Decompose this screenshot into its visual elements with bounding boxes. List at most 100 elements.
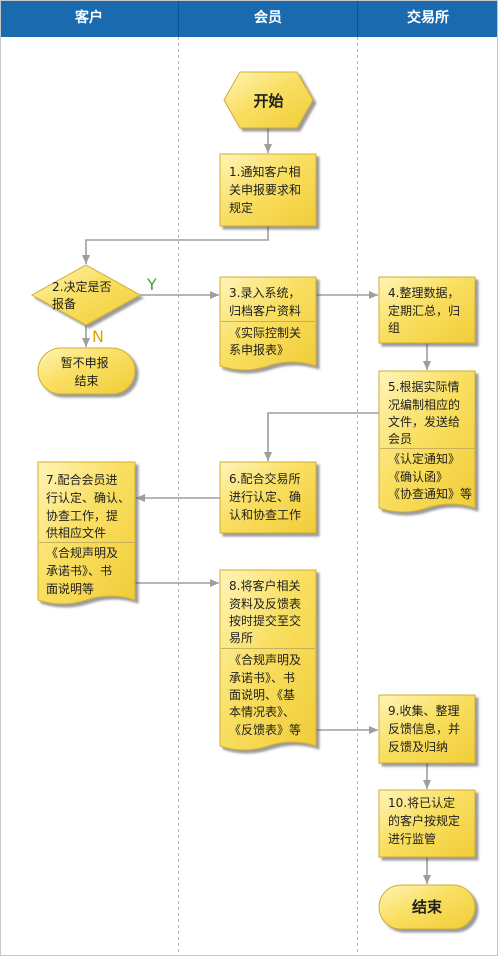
no-report-end-node: 暂不申报 结束 <box>37 347 136 395</box>
step-2-line-2: 报备 <box>52 296 76 311</box>
step-7-line-3: 协查工作，提 <box>46 508 118 523</box>
arrow-step-1-to-step-2 <box>81 226 269 264</box>
step-8-doc-line-4: 本情况表》、 <box>229 705 295 719</box>
step-8-document-shape <box>219 569 317 751</box>
step-3-node: 3.录入系统， 归档客户资料 《实际控制关 系申报表》 <box>219 276 317 371</box>
step-9-box <box>378 694 476 764</box>
step-7-doc-line-3: 面说明等 <box>46 581 94 596</box>
branch-no-label: N <box>92 327 104 346</box>
step-8-line-4: 易所 <box>229 631 253 645</box>
no-report-end-line-2: 结束 <box>74 374 98 388</box>
step-7-text: 7.配合会员进 行认定、确认、 协查工作，提 供相应文件 <box>46 472 134 540</box>
step-1-line-2: 关申报要求和 <box>229 182 301 197</box>
step-6-line-2: 进行认定、确 <box>229 489 301 504</box>
lane-header-member: 会员 <box>178 0 357 37</box>
step-10-text: 10.将已认定 的客户按规定 进行监管 <box>388 795 464 846</box>
step-5-line-2: 况编制相应的 <box>388 397 460 412</box>
step-5-node: 5.根据实际情 况编制相应的 文件，发送给 会员 《认定通知》 《确认函》 《协… <box>378 370 476 513</box>
step-8-node: 8.将客户相关 资料及反馈表 按时提交至交 易所 《合规声明及 承诺书》、书 面… <box>219 569 317 751</box>
step-10-box <box>378 789 476 858</box>
step-4-line-3: 组 <box>388 321 400 335</box>
step-8-text: 8.将客户相关 资料及反馈表 按时提交至交 易所 <box>229 578 305 645</box>
step-6-text: 6.配合交易所 进行认定、确 认和协查工作 <box>229 471 305 522</box>
step-6-line-1: 6.配合交易所 <box>229 471 300 486</box>
lane-header-client: 客户 <box>75 10 103 26</box>
step-9-line-2: 反馈信息，并 <box>388 721 460 736</box>
step-7-line-2: 行认定、确认、 <box>46 490 130 505</box>
step-7-line-1: 7.配合会员进 <box>46 472 117 487</box>
step-7-documents: 《合规声明及 承诺书》、书 面说明等 <box>46 545 122 596</box>
step-8-documents: 《合规声明及 承诺书》、书 面说明、《基 本情况表》、 《反馈表》等 <box>229 652 305 737</box>
step-4-line-2: 定期汇总，归 <box>388 303 460 318</box>
step-5-text: 5.根据实际情 况编制相应的 文件，发送给 会员 <box>388 379 464 446</box>
swimlane-header: 客户 会员 交易所 <box>0 0 498 37</box>
step-2-diamond <box>30 264 142 326</box>
step-4-node: 4.整理数据， 定期汇总，归 组 <box>378 276 476 344</box>
step-8-line-2: 资料及反馈表 <box>229 597 301 611</box>
no-report-end-text: 暂不申报 结束 <box>61 355 113 388</box>
end-pill <box>378 884 476 930</box>
step-5-document-shape <box>378 370 476 513</box>
step-7-line-4: 供相应文件 <box>46 525 106 540</box>
step-9-line-3: 反馈及归纳 <box>388 740 448 754</box>
step-7-document-shape <box>37 461 136 605</box>
step-1-line-3: 规定 <box>229 200 253 215</box>
step-8-line-1: 8.将客户相关 <box>229 578 300 593</box>
step-9-node: 9.收集、整理 反馈信息，并 反馈及归纳 <box>378 694 476 764</box>
step-1-node: 1.通知客户相 关申报要求和 规定 <box>219 153 317 227</box>
step-8-doc-line-5: 《反馈表》等 <box>229 723 301 737</box>
step-10-line-3: 进行监管 <box>388 831 436 846</box>
step-6-node: 6.配合交易所 进行认定、确 认和协查工作 <box>219 461 317 534</box>
start-node: 开始 <box>223 71 314 129</box>
step-6-line-3: 认和协查工作 <box>229 507 301 522</box>
step-2-text: 2.决定是否 报备 <box>52 279 115 311</box>
step-6-box <box>219 461 317 534</box>
step-4-line-1: 4.整理数据， <box>388 285 459 300</box>
step-4-text: 4.整理数据， 定期汇总，归 组 <box>388 285 464 335</box>
flow-arrows <box>81 128 432 884</box>
end-label: 结束 <box>412 898 443 916</box>
step-5-line-4: 会员 <box>388 432 412 446</box>
step-8-doc-line-3: 面说明、《基 <box>229 687 295 702</box>
branch-yes-label: Y <box>146 275 157 294</box>
step-1-line-1: 1.通知客户相 <box>229 164 300 179</box>
step-5-doc-line-1: 《认定通知》 <box>388 451 460 466</box>
step-9-line-1: 9.收集、整理 <box>388 703 459 718</box>
step-1-text: 1.通知客户相 关申报要求和 规定 <box>229 164 305 215</box>
step-3-line-1: 3.录入系统， <box>229 286 300 300</box>
step-8-doc-line-2: 承诺书》、书 <box>229 671 295 685</box>
start-label: 开始 <box>253 92 283 110</box>
lane-header-exchange: 交易所 <box>357 0 498 37</box>
step-3-text: 3.录入系统， 归档客户资料 <box>229 286 304 318</box>
start-hexagon <box>223 71 314 129</box>
step-10-node: 10.将已认定 的客户按规定 进行监管 <box>378 789 476 858</box>
step-3-doc-line-1: 《实际控制关 <box>229 325 301 340</box>
step-5-line-3: 文件，发送给 <box>388 414 460 429</box>
step-10-line-2: 的客户按规定 <box>388 813 460 828</box>
step-3-line-2: 归档客户资料 <box>229 303 301 318</box>
step-10-line-1: 10.将已认定 <box>388 795 455 810</box>
arrow-step-5-to-step-6 <box>263 412 379 461</box>
step-7-node: 7.配合会员进 行认定、确认、 协查工作，提 供相应文件 《合规声明及 承诺书》… <box>37 461 136 605</box>
step-1-box <box>219 153 317 227</box>
step-7-doc-line-2: 承诺书》、书 <box>46 564 112 578</box>
step-5-doc-line-3: 《协查通知》等 <box>388 486 472 501</box>
step-2-line-1: 2.决定是否 <box>52 279 111 294</box>
step-3-documents: 《实际控制关 系申报表》 <box>229 325 305 357</box>
step-5-line-1: 5.根据实际情 <box>388 379 459 394</box>
step-7-doc-line-1: 《合规声明及 <box>46 545 118 560</box>
step-5-documents: 《认定通知》 《确认函》 《协查通知》等 <box>388 451 472 501</box>
step-8-line-3: 按时提交至交 <box>229 613 301 628</box>
step-9-text: 9.收集、整理 反馈信息，并 反馈及归纳 <box>388 703 464 754</box>
step-3-doc-line-2: 系申报表》 <box>229 342 289 357</box>
no-report-end-pill <box>37 347 136 395</box>
step-5-doc-line-2: 《确认函》 <box>388 470 448 484</box>
step-2-decision-node: 2.决定是否 报备 <box>30 264 142 326</box>
step-3-document-shape <box>219 276 317 371</box>
no-report-end-line-1: 暂不申报 <box>61 355 109 370</box>
step-8-doc-line-1: 《合规声明及 <box>229 652 301 667</box>
step-4-box <box>378 276 476 344</box>
end-node: 结束 <box>378 884 476 930</box>
